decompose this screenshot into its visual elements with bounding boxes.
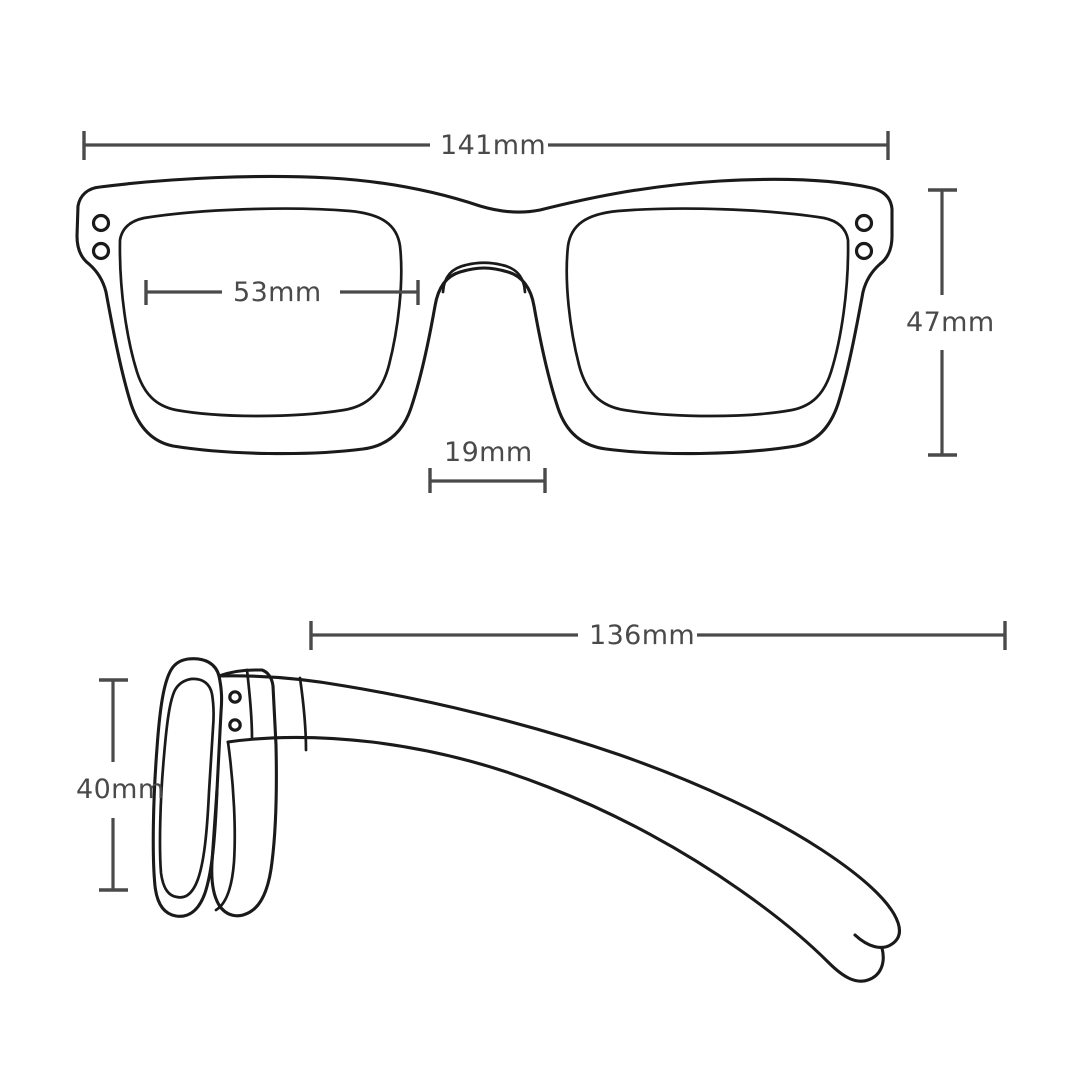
side-temple-seam-first — [245, 668, 254, 740]
front-left-rivet-upper — [91, 213, 111, 233]
front-left-rivet-lower — [91, 241, 111, 261]
dimension-141mm-line — [82, 131, 890, 160]
front-right-lens-rim — [565, 207, 850, 418]
dimension-label-frame-height: 47mm — [906, 307, 995, 338]
dimension-label-side-height: 40mm — [76, 774, 165, 805]
dimension-40mm-line — [99, 678, 128, 892]
side-rim-inner — [158, 677, 216, 899]
front-bridge-notch — [441, 261, 527, 294]
side-rivet-lower — [228, 718, 242, 732]
side-temple-bottom-edge — [226, 735, 885, 983]
front-right-rivet-lower — [854, 241, 874, 261]
side-hinge-block — [210, 668, 278, 918]
dimension-53mm-line — [144, 280, 420, 305]
dimension-label-temple-length: 136mm — [589, 620, 696, 651]
dimension-19mm-line — [428, 468, 547, 493]
dimension-label-lens-width: 53mm — [233, 277, 322, 308]
side-rim-outer — [151, 657, 224, 918]
dimension-label-bridge-width: 19mm — [444, 437, 533, 468]
dimension-47mm-line — [928, 188, 957, 457]
side-rivet-upper — [228, 690, 242, 704]
side-view-group — [151, 657, 901, 983]
front-right-rivet-upper — [854, 213, 874, 233]
front-frame-outline — [75, 174, 894, 456]
front-view-group — [75, 174, 894, 456]
side-hinge-lower-stub — [214, 740, 237, 912]
dimension-136mm-line — [309, 621, 1007, 650]
side-temple-seam-second — [298, 676, 308, 752]
dimension-label-frame-width: 141mm — [440, 130, 547, 161]
side-temple-top-edge — [217, 674, 901, 949]
front-left-lens-rim — [118, 207, 403, 418]
